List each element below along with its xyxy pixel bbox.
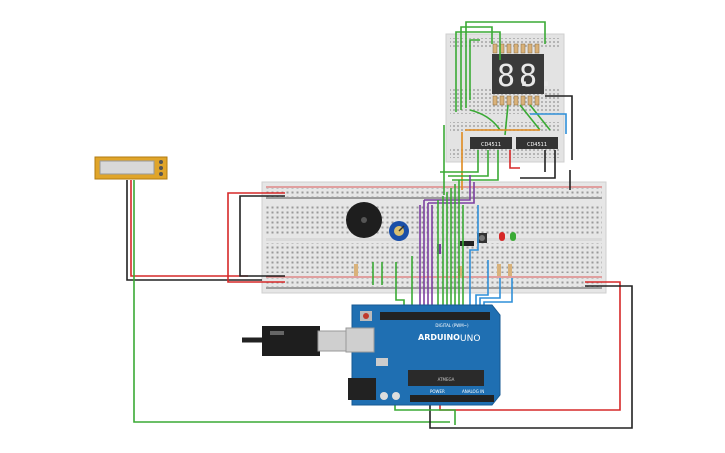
potentiometer-icon[interactable]: [389, 221, 409, 241]
ic-right-label: CD4511: [527, 142, 547, 148]
resistor-2: [458, 266, 462, 278]
arduino-logo-text: ARDUINO: [418, 333, 460, 342]
wires-top: [440, 21, 573, 195]
pushbutton-icon[interactable]: [477, 233, 487, 243]
wires-long: [126, 175, 633, 429]
power-label: POWER: [430, 389, 445, 394]
digit-right: 8.: [519, 59, 555, 94]
slide-switch[interactable]: [460, 241, 474, 246]
resistor-5: [437, 244, 441, 254]
arduino-uno-board[interactable]: DIGITAL (PWM~) ARDUINO UNO ATMEGA POWER …: [345, 304, 501, 406]
resistor-1: [354, 264, 358, 276]
ic-cd4511-left[interactable]: CD4511: [470, 137, 512, 149]
chip-label: ATMEGA: [438, 377, 455, 382]
resistor-4: [508, 264, 512, 276]
digit-left: 8.: [497, 59, 533, 94]
led-red[interactable]: [499, 232, 505, 241]
buzzer-icon[interactable]: [346, 202, 382, 238]
breadboard-main[interactable]: [261, 181, 607, 294]
analog-label: ANALOG IN: [462, 389, 484, 394]
resistor-3: [497, 264, 501, 276]
led-green[interactable]: [510, 232, 516, 241]
seven-segment-display[interactable]: 8. 8.: [492, 54, 555, 94]
lcd-module[interactable]: [94, 156, 168, 180]
ic-cd4511-right[interactable]: CD4511: [516, 137, 558, 149]
digital-label: DIGITAL (PWM~): [435, 323, 469, 328]
uno-label: UNO: [460, 334, 480, 344]
usb-cable-icon[interactable]: [242, 326, 347, 356]
display-resistors: [492, 43, 540, 106]
ic-left-label: CD4511: [481, 142, 501, 148]
